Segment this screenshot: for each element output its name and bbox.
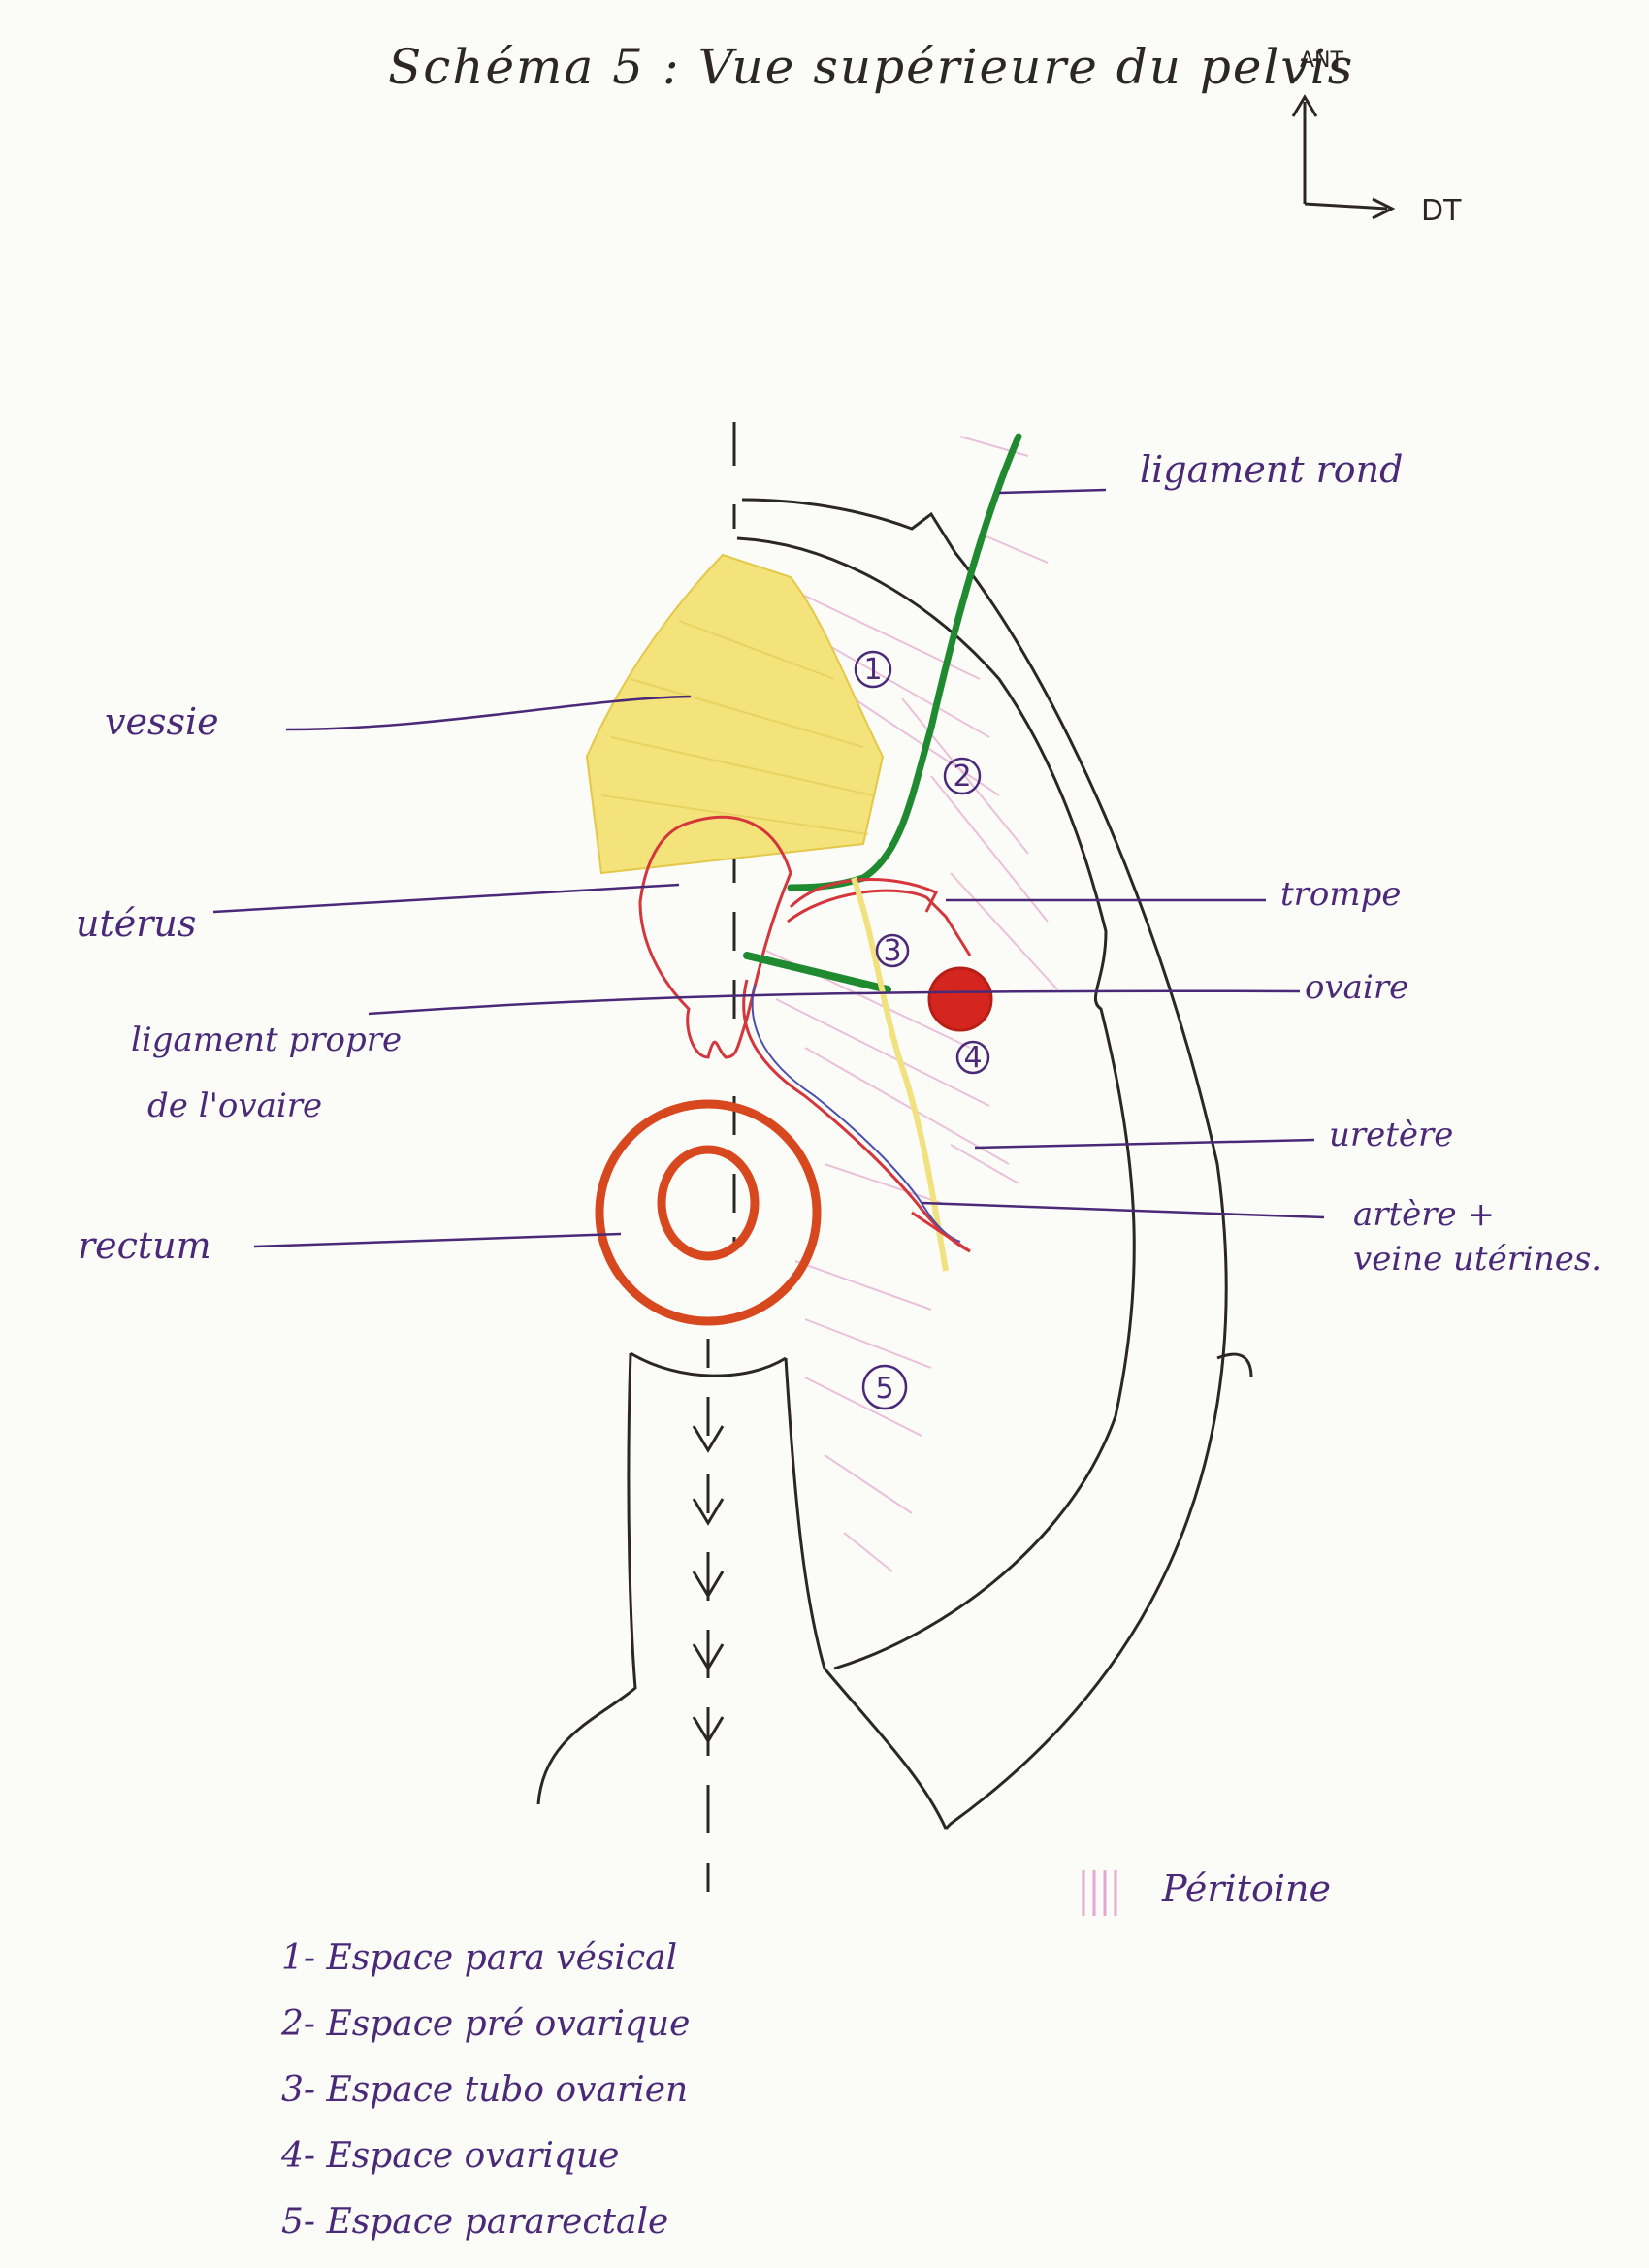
- space-marker-5: [861, 1364, 908, 1410]
- label-uretere: uretère: [1329, 1116, 1454, 1154]
- space-number-1: 1: [863, 653, 882, 687]
- right-label: DT: [1421, 194, 1462, 228]
- ovarian-ligament: [743, 952, 891, 993]
- space-marker-4: [955, 1040, 990, 1075]
- leader-rectum: [253, 1232, 622, 1248]
- leader-artere: [921, 1201, 1325, 1219]
- right-arrow-head: [1372, 197, 1396, 220]
- orientation-arrows: [1291, 94, 1396, 220]
- uterus: [638, 815, 792, 1059]
- anterior-label: ANT: [1300, 49, 1343, 73]
- label-ligament-propre-line1: ligament propre: [131, 1021, 403, 1059]
- peritoneum-legend-swatch: [1082, 1870, 1117, 1916]
- leader-ligament-rond: [998, 488, 1107, 495]
- leader-uretere: [974, 1138, 1315, 1150]
- legend-item: 4- Espace ovarique: [281, 2136, 620, 2176]
- ovary: [927, 966, 993, 1032]
- label-trompe: trompe: [1280, 875, 1402, 914]
- label-ovaire: ovaire: [1305, 968, 1409, 1007]
- legend-item: 3- Espace tubo ovarien: [281, 2070, 689, 2110]
- space-marker-1: [854, 650, 892, 689]
- label-rectum: rectum: [78, 1224, 211, 1267]
- legend-item: 1- Espace para vésical: [281, 1938, 678, 1978]
- label-ligament-rond: ligament rond: [1140, 448, 1404, 491]
- leader-uterus: [212, 883, 680, 914]
- label-ligament-propre-line2: de l'ovaire: [147, 1086, 323, 1125]
- space-number-2: 2: [953, 760, 971, 794]
- space-number-markers: [854, 650, 990, 1410]
- space-number-5: 5: [875, 1372, 893, 1406]
- sacrum: [536, 1351, 948, 1830]
- peritoneum-hatching: [765, 436, 1058, 1572]
- fallopian-tube: [787, 878, 972, 956]
- space-number-3: 3: [883, 934, 901, 968]
- leader-ovaire-ligament: [368, 989, 1301, 1016]
- legend-item: 5- Espace pararectale: [281, 2202, 669, 2242]
- sacral-chevrons: [692, 1425, 725, 1744]
- diagram-title: Schéma 5 : Vue supérieure du pelvis: [388, 39, 1355, 95]
- anterior-arrow-head: [1291, 94, 1318, 117]
- space-number-text: 1 2 3 4 5: [863, 653, 982, 1406]
- label-peritoine: Péritoine: [1162, 1867, 1331, 1910]
- label-uterus: utérus: [76, 902, 197, 945]
- leader-vessie: [285, 695, 692, 731]
- label-vessie: vessie: [105, 700, 219, 743]
- uterine-vessels: [742, 979, 971, 1253]
- bladder: [585, 553, 885, 875]
- space-marker-2: [943, 757, 982, 795]
- round-ligament: [787, 433, 1022, 891]
- right-arrow-line: [1304, 202, 1388, 211]
- space-number-4: 4: [963, 1041, 982, 1075]
- legend-item: 2- Espace pré ovarique: [281, 2004, 691, 2044]
- label-artere-line2: veine utérines.: [1353, 1240, 1602, 1279]
- ureter: [851, 876, 949, 1272]
- spaces-legend: 1- Espace para vésical 2- Espace pré ova…: [281, 1926, 690, 2255]
- rectum: [595, 1099, 822, 1326]
- space-marker-3: [875, 933, 910, 968]
- leader-lines: [212, 488, 1325, 1248]
- label-artere-line1: artère +: [1353, 1195, 1495, 1234]
